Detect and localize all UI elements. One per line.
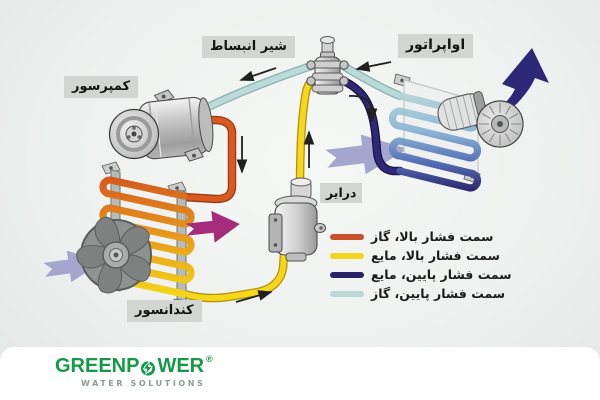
brand-logo: GREENP WER ® WATER SOLUTIONS bbox=[55, 354, 213, 388]
pipe-low-pressure-gas-to-compressor bbox=[195, 61, 316, 116]
pipe-high-pressure-gas bbox=[178, 115, 237, 204]
legend-label: سمت فشار بالا، گاز bbox=[371, 229, 494, 244]
evaporator-air-in-arrow bbox=[325, 134, 408, 175]
legend-swatch-high-pressure-liquid bbox=[330, 252, 364, 259]
brand-subtitle: WATER SOLUTIONS bbox=[81, 379, 206, 388]
brand-name: GREENP WER ® bbox=[55, 354, 213, 378]
registered-mark: ® bbox=[206, 354, 213, 364]
legend-label: سمت فشار بالا، مایع bbox=[371, 248, 500, 263]
label-compressor: کمپرسور bbox=[64, 76, 139, 99]
pipe-low-pressure-liquid bbox=[339, 76, 405, 176]
legend-swatch-low-pressure-gas bbox=[330, 290, 364, 297]
evaporator-blower bbox=[437, 91, 524, 148]
condenser-air-out-arrow bbox=[185, 210, 240, 243]
footer-bar: GREENP WER ® WATER SOLUTIONS bbox=[0, 347, 600, 400]
compressor-illustration bbox=[108, 89, 214, 162]
brand-name-part1: GREENP bbox=[55, 355, 140, 377]
pipe-low-pressure-gas-from-evaporator bbox=[340, 62, 405, 101]
flow-direction-arrows bbox=[235, 61, 392, 303]
lightning-bolt-o-icon bbox=[141, 359, 156, 376]
evaporator-air-out-arrow bbox=[473, 48, 549, 133]
legend-item: سمت فشار پایین، مایع bbox=[330, 265, 512, 284]
pipe-high-pressure-liquid-riser bbox=[295, 77, 316, 195]
legend-label: سمت فشار پایین، مایع bbox=[371, 267, 512, 282]
brand-name-part2: WER bbox=[157, 355, 205, 377]
pipe-high-pressure-liquid-to-dryer bbox=[179, 249, 289, 303]
evaporator-coil bbox=[388, 92, 482, 192]
label-condenser: کندانسور bbox=[127, 300, 202, 323]
legend-label: سمت فشار پایین، گاز bbox=[371, 286, 506, 301]
dryer-illustration bbox=[268, 177, 326, 262]
legend-item: سمت فشار بالا، مایع bbox=[330, 246, 512, 265]
label-expansion-valve: شیر انبساط bbox=[202, 36, 295, 59]
legend-swatch-high-pressure-gas bbox=[330, 233, 364, 240]
condenser-fan bbox=[76, 216, 152, 294]
legend: سمت فشار بالا، گاز سمت فشار بالا، مایع س… bbox=[330, 227, 512, 303]
legend-swatch-low-pressure-liquid bbox=[330, 271, 364, 278]
label-dryer: درایر bbox=[320, 183, 363, 203]
legend-item: سمت فشار بالا، گاز bbox=[330, 227, 512, 246]
condenser-coil bbox=[99, 176, 195, 298]
expansion-valve-illustration bbox=[306, 36, 349, 95]
legend-item: سمت فشار پایین، گاز bbox=[330, 284, 512, 303]
label-evaporator: اواپراتور bbox=[398, 34, 474, 58]
